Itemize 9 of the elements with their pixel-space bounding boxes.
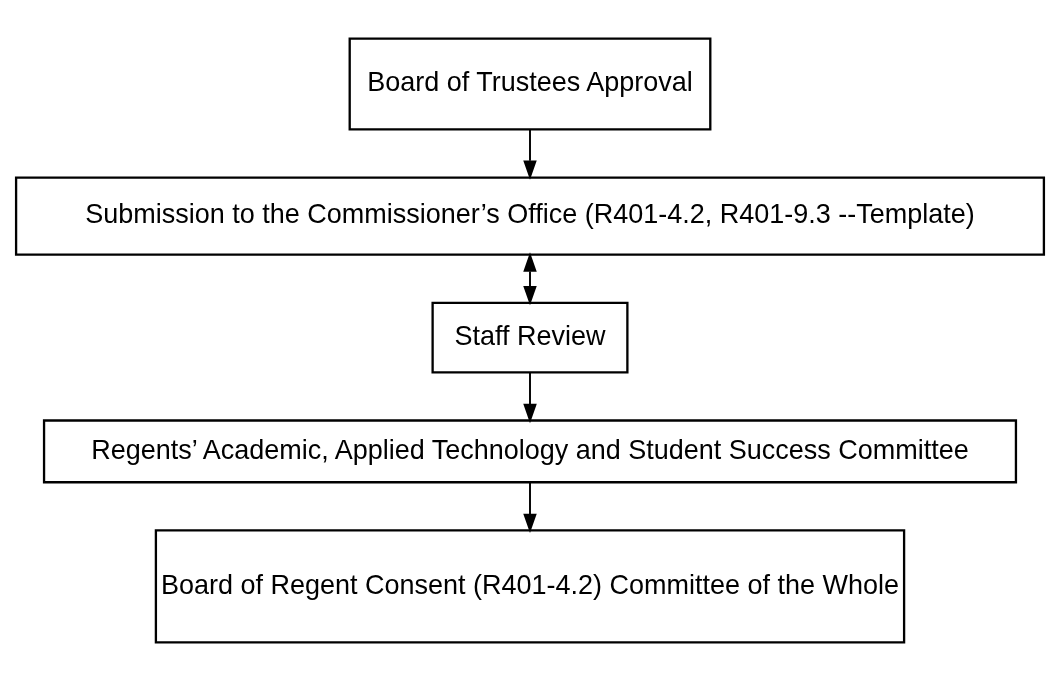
- node-box: Regents’ Academic, Applied Technology and Student Success Committee: [42, 419, 1018, 484]
- arrow: [523, 481, 537, 534]
- node-box: Board of Trustees Approval: [348, 37, 712, 131]
- arrow: [523, 252, 537, 306]
- arrow: [523, 371, 537, 424]
- node-box: Submission to the Commissioner’s Office (R401-4.2, R401-9.3 --Template): [14, 176, 1046, 256]
- node-box: Board of Regent Consent (R401-4.2) Committee of the Whole: [154, 529, 906, 644]
- arrow: [523, 128, 537, 180]
- node-box: Staff Review: [431, 301, 629, 374]
